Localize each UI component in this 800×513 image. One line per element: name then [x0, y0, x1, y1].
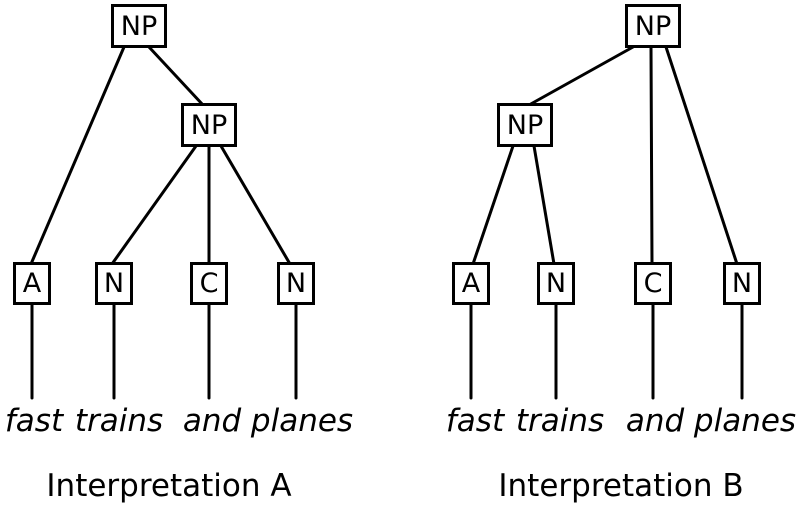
- edge-b-root-to-n2: [664, 45, 739, 266]
- tree-b-edges: [469, 45, 744, 400]
- tree-a-word-trains: trains: [74, 403, 164, 439]
- tree-a-leaf-a: A: [13, 262, 51, 305]
- tree-a-word-planes: planes: [250, 403, 354, 439]
- tree-b-word-planes: planes: [693, 403, 797, 439]
- tree-a-leaf-n2: N: [277, 262, 315, 305]
- tree-b-word-trains: trains: [515, 403, 605, 439]
- tree-a-word-and: and: [182, 403, 242, 439]
- tree-b-caption: Interpretation B: [498, 468, 744, 504]
- edge-b-root-to-c: [649, 45, 654, 266]
- tree-b-leaf-n1: N: [537, 262, 575, 305]
- edge-b-root-to-inner-np: [527, 45, 635, 107]
- tree-b-root-node: NP: [625, 4, 681, 48]
- edge-a-root-to-a: [29, 45, 126, 266]
- edge-b-inner-np-to-a: [471, 144, 515, 266]
- edge-a-inner-np-to-n2: [219, 144, 292, 266]
- tree-b-inner-np-node: NP: [497, 103, 553, 147]
- tree-a-edges: [29, 45, 298, 400]
- tree-b-word-and: and: [625, 403, 685, 439]
- tree-b-leaf-a: A: [452, 262, 490, 305]
- edge-b-inner-np-to-n1: [532, 144, 556, 266]
- tree-b-word-fast: fast: [445, 403, 505, 439]
- tree-a-leaf-n1: N: [95, 262, 133, 305]
- tree-a-leaf-c: C: [190, 262, 228, 305]
- tree-b-leaf-c: C: [634, 262, 672, 305]
- tree-a-inner-np-node: NP: [181, 103, 237, 147]
- tree-a-word-fast: fast: [4, 403, 64, 439]
- tree-a-root-node: NP: [111, 4, 167, 48]
- tree-a-caption: Interpretation A: [46, 468, 292, 504]
- edge-a-inner-np-to-n1: [110, 144, 198, 266]
- edge-a-root-to-inner-np: [147, 45, 205, 107]
- tree-b-leaf-n2: N: [723, 262, 761, 305]
